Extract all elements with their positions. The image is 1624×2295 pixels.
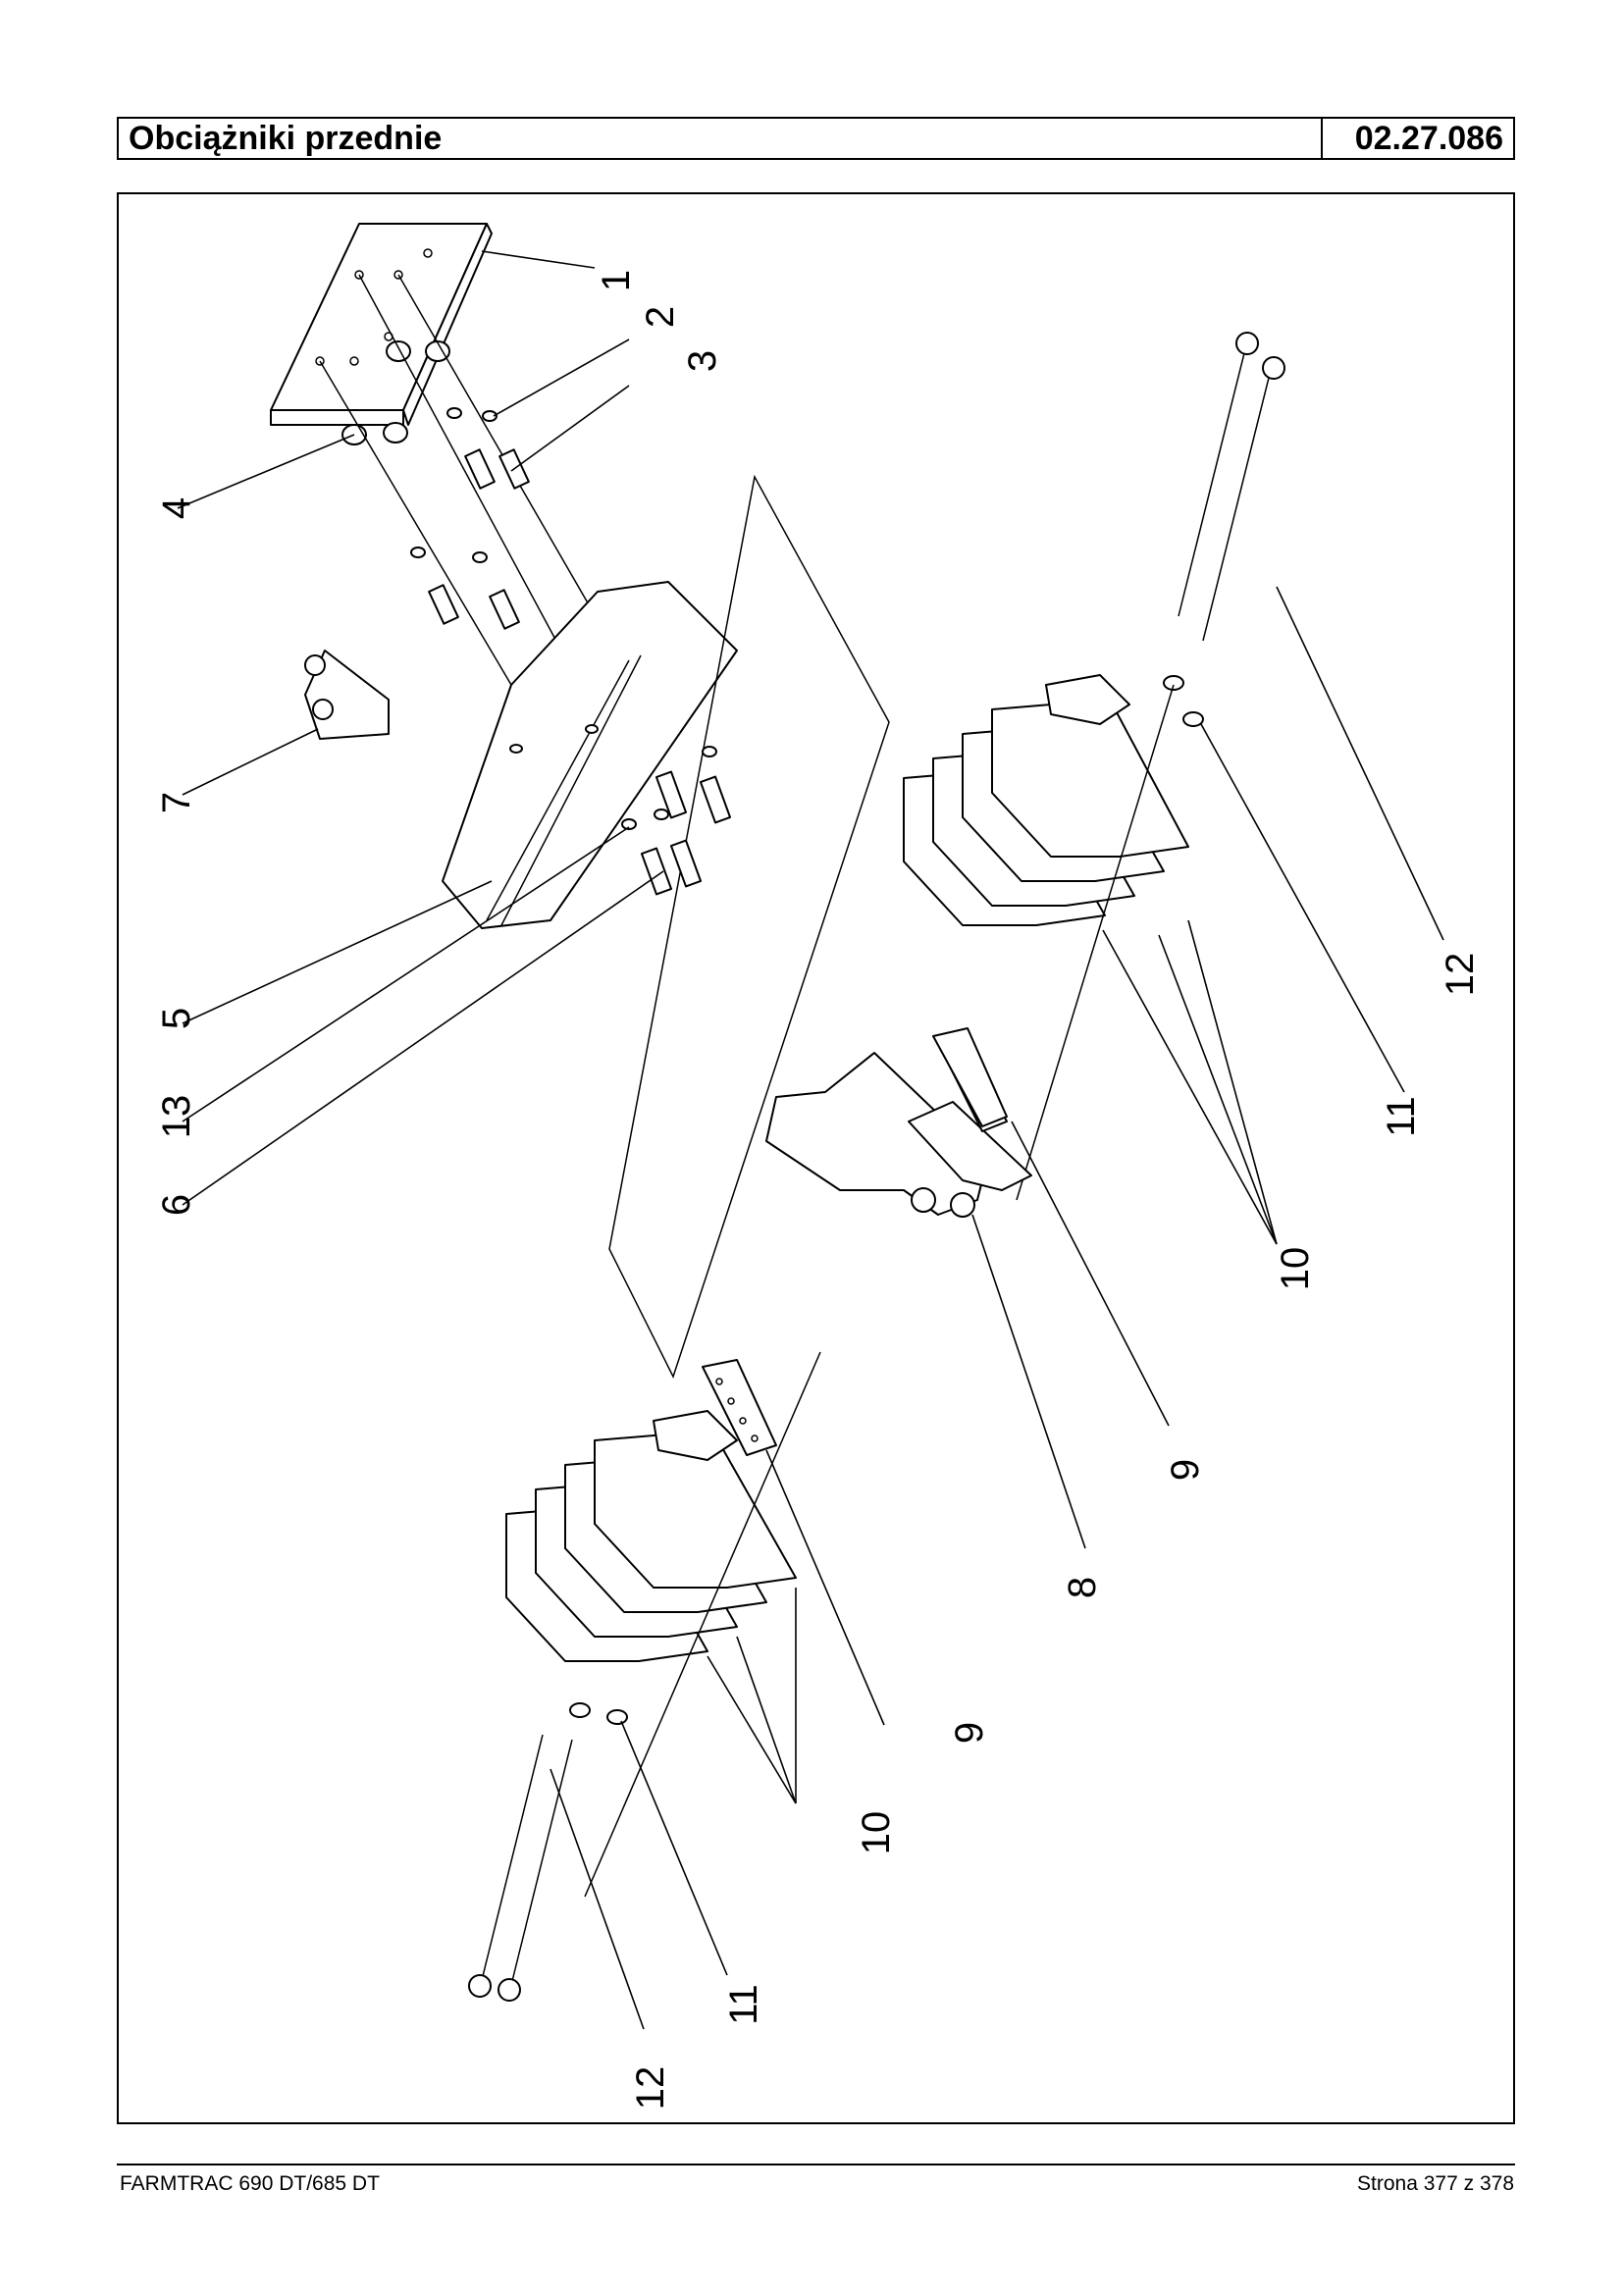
page-title: Obciążniki przednie bbox=[129, 120, 443, 157]
callout-label: 11 bbox=[722, 1984, 765, 2025]
callout-label: 2 bbox=[639, 306, 682, 328]
callout-label: 11 bbox=[1380, 1096, 1423, 1137]
bracket-bolts bbox=[621, 746, 732, 896]
link-bar-right bbox=[932, 1027, 1008, 1127]
leader-lines bbox=[177, 250, 1444, 2030]
callout-label: 10 bbox=[1274, 1247, 1317, 1291]
lifting-eye bbox=[304, 650, 390, 740]
callout-label: 5 bbox=[155, 1008, 198, 1029]
callout-label: 7 bbox=[155, 792, 198, 813]
weight-bracket bbox=[442, 581, 738, 929]
tie-rods-right bbox=[1016, 332, 1285, 1201]
tie-rods-left bbox=[468, 1351, 821, 2002]
mounting-plate bbox=[270, 223, 493, 426]
callout-label: 4 bbox=[155, 497, 198, 519]
callout-label: 12 bbox=[629, 2066, 672, 2111]
callout-label: 9 bbox=[948, 1722, 991, 1744]
diagram-frame: 1 2 3 4 7 5 13 6 12 11 10 9 8 9 10 11 12 bbox=[117, 192, 1515, 2124]
callout-label: 12 bbox=[1439, 953, 1482, 997]
footer-model: FARMTRAC 690 DT/685 DT bbox=[120, 2172, 380, 2195]
callout-label: 9 bbox=[1164, 1459, 1207, 1481]
callouts: 1 2 3 4 7 5 13 6 12 11 10 9 8 9 10 11 12 bbox=[155, 270, 1482, 2110]
callout-label: 3 bbox=[681, 350, 724, 372]
page-header: Obciążniki przednie 02.27.086 bbox=[117, 117, 1515, 160]
page-number: Strona 377 z 378 bbox=[1357, 2172, 1514, 2195]
callout-label: 1 bbox=[595, 270, 638, 291]
center-body bbox=[765, 1032, 1032, 1218]
weight-stack-left bbox=[505, 1410, 797, 1662]
callout-label: 8 bbox=[1061, 1577, 1104, 1598]
link-bar-left bbox=[702, 1359, 777, 1456]
weight-stack-right bbox=[903, 674, 1189, 926]
callout-label: 13 bbox=[155, 1095, 198, 1139]
exploded-parts-diagram: 1 2 3 4 7 5 13 6 12 11 10 9 8 9 10 11 12 bbox=[155, 223, 1482, 2110]
mounting-plane bbox=[608, 474, 890, 1379]
section-code: 02.27.086 bbox=[1321, 119, 1513, 158]
callout-label: 10 bbox=[855, 1811, 898, 1855]
callout-label: 6 bbox=[155, 1194, 198, 1216]
plate-hardware bbox=[319, 274, 591, 686]
footer-divider bbox=[117, 2164, 1515, 2165]
